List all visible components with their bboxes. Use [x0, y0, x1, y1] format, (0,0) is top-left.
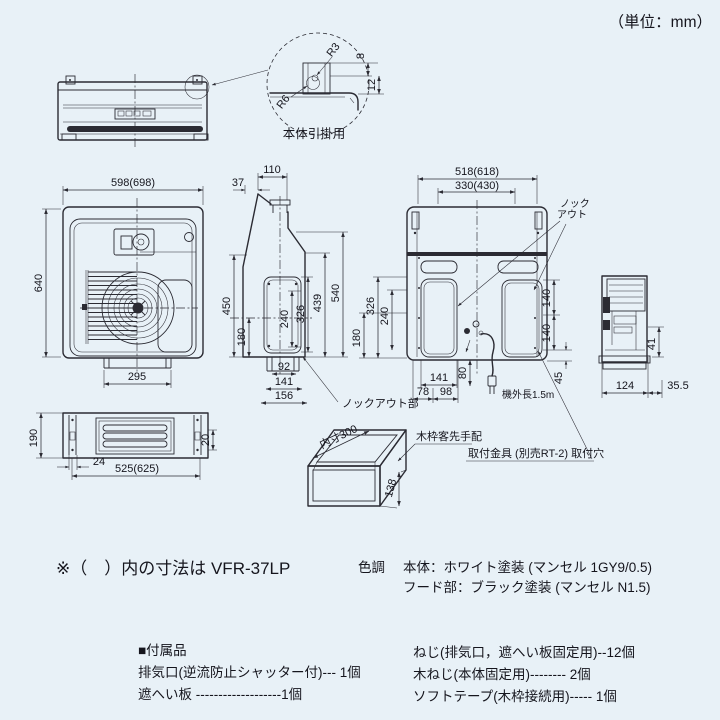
side-dim-326: 326 — [295, 305, 307, 323]
bracket-note: 取付金具 (別売RT-2) 取付穴 — [466, 350, 604, 462]
frame-dim-138: 138 — [383, 478, 399, 499]
front-width: 598(698) — [111, 177, 155, 189]
detail-dim-8: 8 — [355, 53, 367, 59]
side-dim-156: 156 — [275, 390, 293, 402]
frame-inner-dim: 内寸300 — [317, 421, 359, 451]
bottom-dim-24: 24 — [93, 456, 105, 468]
bottom-dim-525: 525(625) — [115, 463, 159, 475]
rear-dim-78: 78 — [417, 386, 429, 398]
rear-view: 518(618) 330(430) 機外長1.5m ノック アウト 1 — [351, 166, 590, 403]
dims-note: ※（ ）内の寸法は VFR-37LP — [56, 559, 290, 578]
color-hood: フード部：ブラック塗装 (マンセル N1.5) — [403, 579, 651, 595]
rear-dim-140a: 140 — [541, 289, 553, 307]
side-dim-439: 439 — [312, 294, 324, 312]
side-dim-540: 540 — [330, 284, 342, 302]
accessory-item: 遮へい板 -------------------1個 — [138, 687, 302, 702]
rear-dim-180: 180 — [351, 329, 363, 347]
rear-dim-326: 326 — [365, 297, 377, 315]
bottom-dim-20: 20 — [200, 434, 212, 446]
rear-dim-140b: 140 — [541, 324, 553, 342]
bottom-dim-190: 190 — [28, 429, 40, 447]
side-view: 110 37 450 180 240 326 439 540 92 141 — [221, 164, 419, 410]
front-height: 640 — [33, 274, 45, 292]
rear-width-inner: 330(430) — [455, 180, 499, 192]
accessory-item: ねじ(排気口，遮へい板固定用)--12個 — [413, 645, 635, 660]
right-section-view: 41 124 35.5 — [598, 275, 689, 398]
frame-label: 木枠客先手配 — [416, 429, 482, 443]
top-view — [57, 74, 210, 148]
front-view: 598(698) 640 295 — [33, 177, 204, 388]
side-dim-450: 450 — [221, 297, 233, 315]
color-body: 本体：ホワイト塗装 (マンセル 1GY9/0.5) — [403, 559, 652, 575]
rear-width: 518(618) — [455, 166, 499, 178]
accessory-item: 排気口(逆流防止シャッター付)--- 1個 — [138, 665, 361, 680]
front-duct-width: 295 — [128, 371, 146, 383]
side-knockout-label: ノックアウト部 — [342, 396, 419, 410]
rear-dim-98: 98 — [440, 386, 452, 398]
side-dim-37: 37 — [232, 177, 244, 189]
color-title: 色調 — [358, 559, 385, 575]
rside-dim-124: 124 — [616, 380, 634, 392]
wood-frame-view: 内寸300 138 木枠客先手配 — [307, 421, 482, 509]
rear-dim-141: 141 — [430, 372, 448, 384]
detail-label: 本体引掛用 — [283, 126, 346, 141]
side-dim-240: 240 — [279, 310, 291, 328]
side-dim-180: 180 — [236, 328, 248, 346]
rear-dim-45: 45 — [553, 372, 565, 384]
detail-dim-12: 12 — [366, 79, 378, 91]
detail-callout-circle — [184, 74, 210, 100]
rside-dim-41: 41 — [646, 338, 658, 350]
rear-dim-240: 240 — [379, 307, 391, 325]
side-dim-141: 141 — [275, 376, 293, 388]
bottom-view: 190 20 24 525(625) — [28, 412, 217, 480]
rear-dim-80: 80 — [457, 367, 469, 379]
bracket-label: 取付金具 (別売RT-2) 取付穴 — [468, 446, 604, 460]
rear-knockout-label-2: アウト — [557, 209, 587, 221]
detail-view-hook: R3 R6 8 12 本体引掛用 — [211, 32, 384, 141]
accessory-item: 木ねじ(本体固定用)-------- 2個 — [413, 667, 591, 682]
accessories-title: ■付属品 — [138, 643, 187, 658]
detail-r6: R6 — [275, 93, 293, 111]
rside-dim-355: 35.5 — [667, 380, 688, 392]
rear-cord-label: 機外長1.5m — [502, 388, 554, 401]
rear-knockout-label-1: ノック — [560, 198, 590, 210]
accessories-block: ■付属品 排気口(逆流防止シャッター付)--- 1個 遮へい板 --------… — [138, 643, 635, 704]
detail-r3: R3 — [325, 41, 343, 59]
side-dim-92: 92 — [278, 361, 290, 373]
notes-block: ※（ ）内の寸法は VFR-37LP 色調 本体：ホワイト塗装 (マンセル 1G… — [56, 559, 652, 595]
accessory-item: ソフトテープ(木枠接続用)----- 1個 — [413, 688, 617, 704]
unit-note: （単位：mm） — [609, 13, 712, 31]
side-dim-110: 110 — [263, 164, 281, 176]
